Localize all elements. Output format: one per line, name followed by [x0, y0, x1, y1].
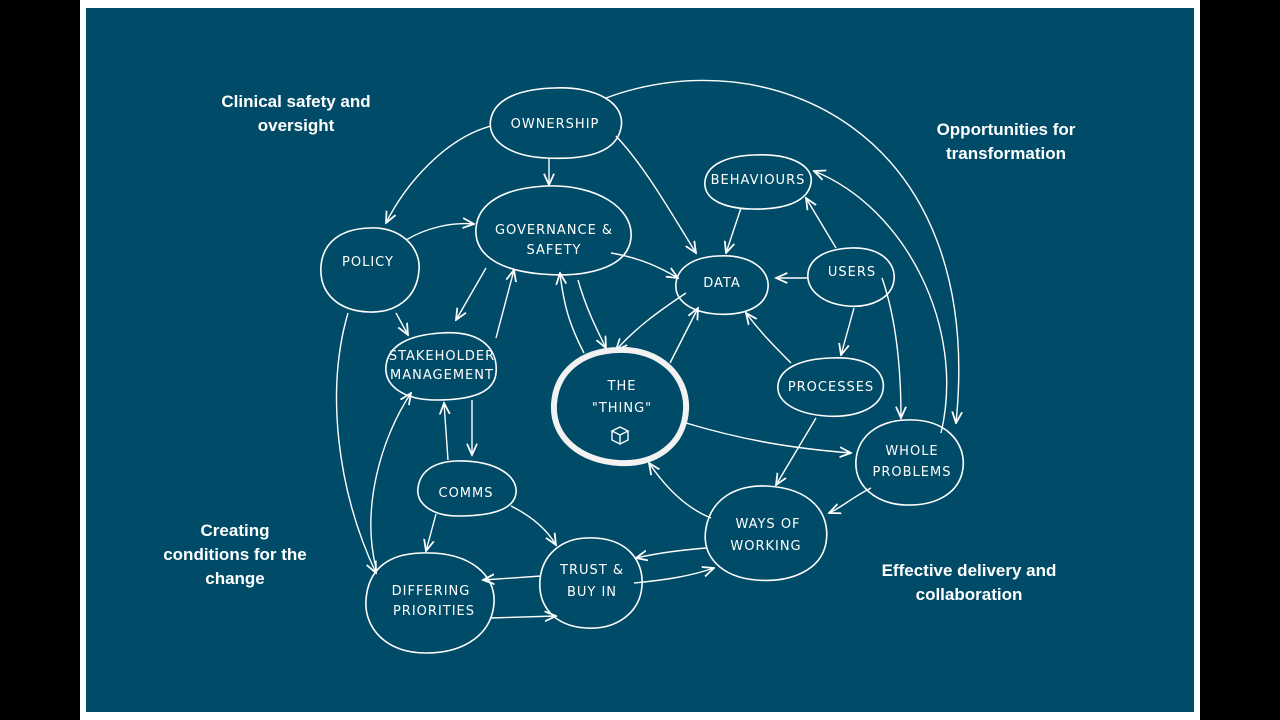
- cube-icon: [610, 426, 630, 446]
- edge-users-behaviours: [806, 198, 837, 249]
- node-data: DATA: [675, 255, 769, 316]
- node-thing-outline: [550, 346, 690, 467]
- node-ways: WAYS OF WORKING: [704, 485, 828, 582]
- edge-governance-stakeholder: [456, 267, 487, 320]
- node-differing: DIFFERING PRIORITIES: [365, 552, 495, 654]
- corner-label-creating-conditions: Creating conditions for the change: [163, 521, 307, 588]
- node-thing: THE "THING": [550, 346, 690, 467]
- edge-ownership-whole-outer: [605, 79, 959, 423]
- node-data-label: DATA: [703, 276, 741, 291]
- node-comms-label: COMMS: [439, 486, 494, 501]
- edge-processes-ways: [776, 417, 817, 485]
- edge-comms-stakeholder: [444, 403, 448, 461]
- mind-map: OWNERSHIP GOVERNANCE & SAFETY POLICY STA…: [320, 79, 965, 654]
- node-data-outline: [675, 255, 769, 316]
- node-governance-label-1: GOVERNANCE &: [495, 223, 613, 238]
- corner-label-effective-delivery: Effective delivery and collaboration: [881, 561, 1057, 604]
- edge-ownership-data: [615, 135, 696, 253]
- node-processes: PROCESSES: [777, 357, 885, 418]
- node-thing-label-1: THE: [607, 379, 637, 394]
- node-trust-label-1: TRUST &: [559, 563, 624, 578]
- node-users-label: USERS: [828, 265, 876, 280]
- edge-policy-governance: [405, 224, 474, 241]
- edge-processes-data: [746, 313, 792, 364]
- edge-policy-stakeholder: [395, 312, 408, 335]
- node-ownership: OWNERSHIP: [489, 87, 623, 160]
- node-differing-outline: [365, 552, 495, 654]
- node-ways-label-1: WAYS OF: [735, 517, 800, 532]
- edge-governance-thing: [577, 279, 606, 348]
- node-ownership-outline: [489, 87, 623, 160]
- edge-whole-ways: [829, 487, 872, 513]
- node-trust-label-2: BUY IN: [567, 585, 617, 600]
- edge-differing-stakeholder: [370, 393, 411, 569]
- node-processes-outline: [777, 357, 885, 418]
- node-stakeholder-label-1: STAKEHOLDER: [389, 349, 495, 364]
- node-governance-label-2: SAFETY: [527, 243, 582, 258]
- diagram-panel: Clinical safety and oversight Opportunit…: [86, 8, 1194, 712]
- node-behaviours-outline: [704, 154, 812, 210]
- edge-users-processes: [841, 307, 855, 355]
- corner-label-opportunities: Opportunities for transformation: [936, 120, 1076, 163]
- edge-behaviours-data: [726, 207, 742, 253]
- node-stakeholder: STAKEHOLDER MANAGEMENT: [385, 332, 497, 401]
- edge-comms-trust: [510, 505, 556, 545]
- node-processes-label: PROCESSES: [788, 380, 874, 395]
- edge-data-thing: [616, 292, 687, 350]
- node-trust-outline: [539, 537, 643, 629]
- node-governance-outline: [475, 185, 632, 276]
- edge-ways-trust: [636, 547, 707, 558]
- edge-ownership-policy: [386, 125, 492, 223]
- edge-thing-data: [669, 308, 698, 364]
- node-differing-label-2: PRIORITIES: [393, 604, 475, 619]
- node-users: USERS: [807, 247, 895, 308]
- edge-policy-differing: [335, 312, 376, 573]
- node-whole-label-2: PROBLEMS: [873, 465, 952, 480]
- node-ways-label-2: WORKING: [730, 539, 801, 554]
- edge-comms-differing: [426, 513, 437, 551]
- node-stakeholder-label-2: MANAGEMENT: [390, 368, 494, 383]
- node-comms: COMMS: [417, 460, 517, 517]
- node-governance: GOVERNANCE & SAFETY: [475, 185, 632, 276]
- connections: [335, 79, 959, 618]
- node-behaviours-label: BEHAVIOURS: [711, 173, 806, 188]
- node-comms-outline: [417, 460, 517, 517]
- edge-differing-trust: [489, 616, 556, 618]
- node-users-outline: [807, 247, 895, 308]
- edge-trust-differing: [483, 576, 542, 580]
- edge-thing-whole: [685, 422, 851, 453]
- node-thing-label-2: "THING": [592, 401, 652, 416]
- corner-label-clinical-safety: Clinical safety and oversight: [221, 92, 371, 135]
- node-ownership-label: OWNERSHIP: [511, 117, 600, 132]
- node-whole: WHOLE PROBLEMS: [855, 419, 965, 506]
- node-ways-outline: [704, 485, 828, 582]
- node-policy: POLICY: [320, 227, 420, 313]
- node-stakeholder-outline: [385, 332, 497, 401]
- node-behaviours: BEHAVIOURS: [704, 154, 812, 210]
- node-differing-label-1: DIFFERING: [392, 584, 471, 599]
- edge-trust-ways: [633, 568, 714, 584]
- edge-thing-governance: [560, 273, 585, 354]
- node-whole-label-1: WHOLE: [885, 444, 938, 459]
- node-trust: TRUST & BUY IN: [539, 537, 643, 629]
- edge-users-whole: [881, 277, 901, 418]
- edge-stakeholder-governance: [495, 270, 514, 339]
- edge-governance-data: [610, 252, 678, 278]
- edge-whole-behaviours: [814, 171, 948, 434]
- edge-ways-thing: [649, 463, 712, 519]
- node-whole-outline: [855, 419, 965, 506]
- node-policy-outline: [320, 227, 420, 313]
- node-policy-label: POLICY: [342, 255, 394, 270]
